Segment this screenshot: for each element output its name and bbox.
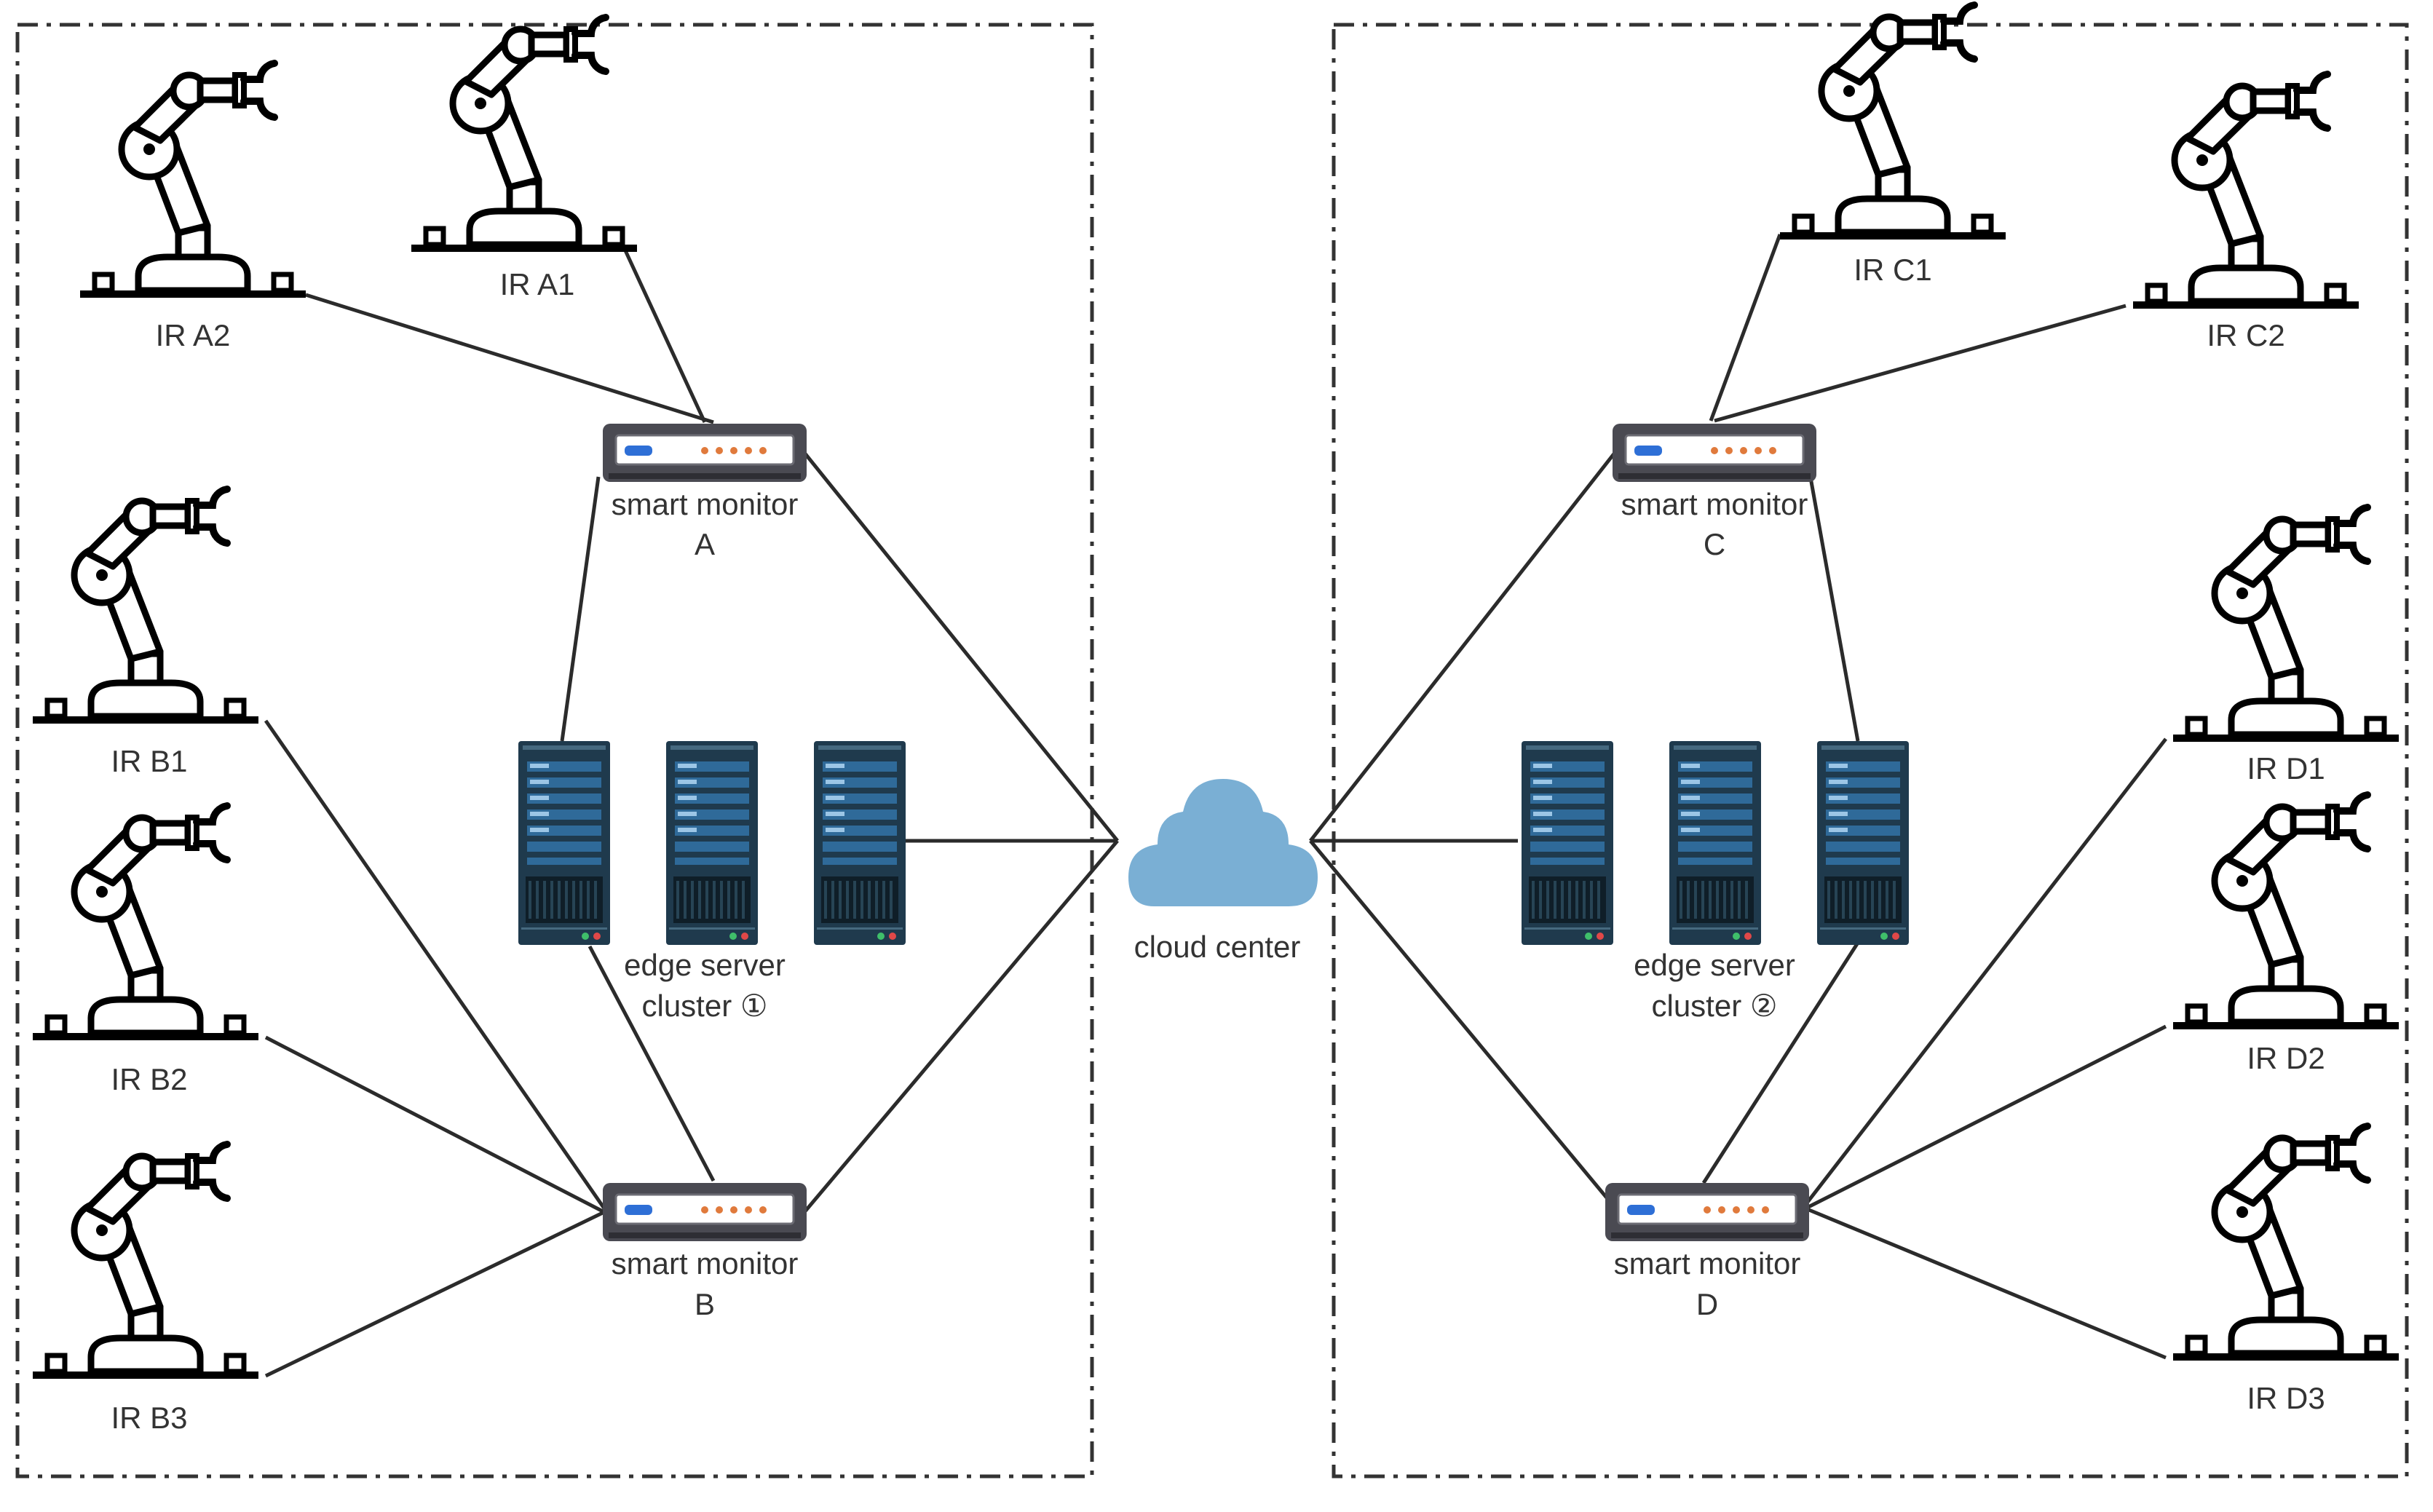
industrial-robot-icon [2173, 1126, 2399, 1361]
cluster-1-label-line1: edge server [624, 948, 786, 982]
router-icon [1611, 422, 1818, 483]
industrial-robot-icon [33, 489, 258, 724]
monitor-B-label-line2: B [695, 1287, 715, 1321]
industrial-robot-icon [1780, 5, 2006, 240]
robot-label-B3: IR B3 [111, 1401, 187, 1435]
server-icon [1668, 740, 1763, 946]
robot-label-B2: IR B2 [111, 1062, 187, 1096]
link-cluster1-monitorB [588, 945, 716, 1182]
monitor-D-label-line2: D [1696, 1287, 1718, 1321]
monitor-D-label-line1: smart monitor [1614, 1246, 1801, 1281]
monitor-A-label-line2: A [695, 527, 715, 561]
industrial-robot-icon [2173, 795, 2399, 1029]
link-monitorC-cloud [1309, 451, 1616, 842]
industrial-robot-icon [2173, 507, 2399, 742]
robot-label-C2: IR C2 [2207, 318, 2284, 352]
link-C2-monitorC [1714, 304, 2127, 423]
cluster-2-label-line2: cluster ② [1651, 989, 1777, 1023]
router-icon [601, 422, 808, 483]
monitor-A-label-line1: smart monitor [612, 487, 799, 521]
robot-label-A1: IR A1 [500, 267, 575, 301]
server-icon [665, 740, 759, 946]
link-monitorC-server [1807, 469, 1860, 742]
group-frame-right [1332, 23, 2409, 1479]
monitor-B-label-line1: smart monitor [612, 1246, 799, 1281]
robot-label-D2: IR D2 [2247, 1041, 2325, 1075]
cloud-icon [1128, 779, 1318, 906]
group-frame-left [15, 23, 1094, 1479]
server-icon [1816, 740, 1910, 946]
industrial-robot-icon [33, 806, 258, 1040]
link-cloud-monitorB [803, 839, 1119, 1214]
server-icon [812, 740, 907, 946]
robot-label-C1: IR C1 [1854, 253, 1931, 287]
link-D2-monitorD [1804, 1024, 2167, 1211]
link-B1-monitorB [264, 719, 606, 1210]
link-D1-monitorD [1804, 737, 2167, 1206]
cluster-1-label-line2: cluster ① [641, 989, 767, 1023]
link-monitorA-cloud [803, 451, 1119, 842]
link-monitorA-server [560, 476, 601, 742]
industrial-robot-icon [411, 17, 637, 252]
robot-label-D3: IR D3 [2247, 1381, 2325, 1415]
monitor-C-label-line2: C [1704, 527, 1725, 561]
router-icon [601, 1182, 808, 1243]
robot-label-B1: IR B1 [111, 744, 187, 778]
link-A1-monitorA [622, 248, 707, 424]
industrial-robot-icon [80, 63, 306, 298]
router-icon [1604, 1182, 1811, 1243]
industrial-robot-icon [33, 1144, 258, 1379]
link-A2-monitorA [305, 293, 714, 424]
server-icon [517, 740, 612, 946]
server-icon [1520, 740, 1615, 946]
robot-label-D1: IR D1 [2247, 751, 2325, 785]
link-cluster2-monitorD [1701, 941, 1860, 1184]
robot-label-A2: IR A2 [156, 318, 231, 352]
link-B2-monitorB [264, 1035, 606, 1214]
link-D3-monitorD [1805, 1206, 2167, 1360]
cloud-label: cloud center [1134, 930, 1301, 964]
cluster-2-label-line1: edge server [1634, 948, 1795, 982]
link-cloud-monitorD [1309, 839, 1614, 1206]
link-C1-monitorC [1709, 234, 1782, 421]
industrial-robot-icon [2133, 74, 2359, 309]
monitor-C-label-line1: smart monitor [1621, 487, 1808, 521]
link-B3-monitorB [264, 1210, 606, 1378]
connection-lines [264, 234, 2167, 1378]
